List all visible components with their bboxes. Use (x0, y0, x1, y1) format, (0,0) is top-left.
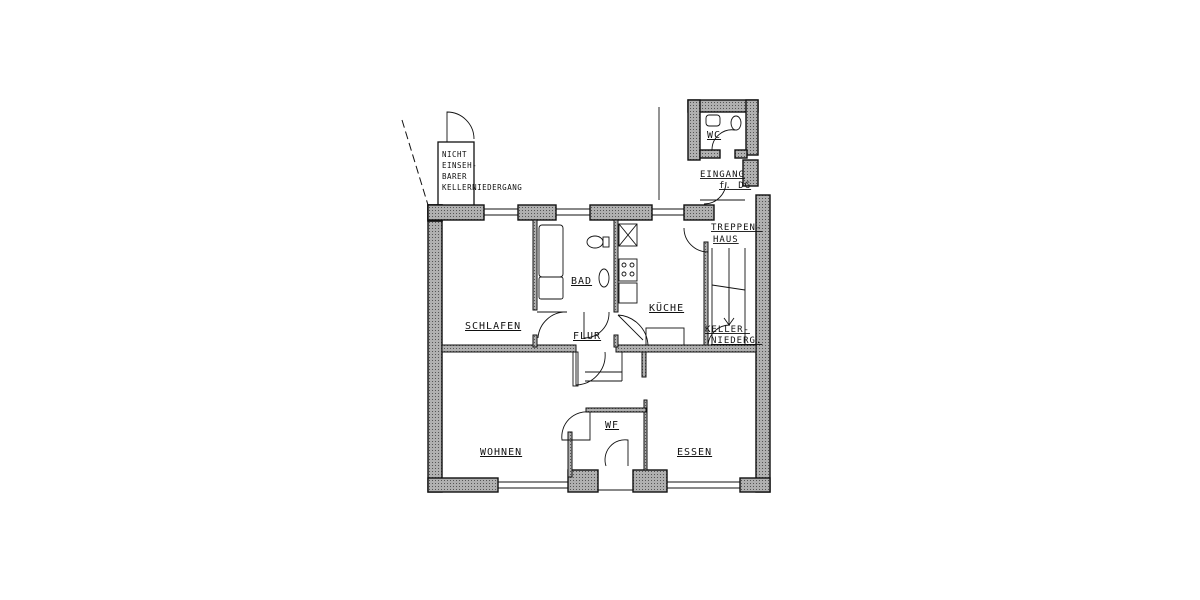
label-schlafen: SCHLAFEN (465, 321, 521, 332)
label-flur: FLUR (573, 331, 601, 342)
note-line-4: KELLERNIEDERGANG (442, 183, 522, 192)
note-line-1: NICHT (442, 150, 467, 159)
label-kellerniederg: KELLER- (705, 325, 750, 335)
label-treppenhaus-2: HAUS (713, 235, 739, 245)
bathroom-fixtures (538, 224, 610, 300)
label-eingang: EINGANG (700, 170, 745, 180)
toilet (586, 235, 604, 249)
label-treppenhaus: TREPPEN- (711, 223, 762, 233)
label-wf: WF (605, 420, 619, 431)
label-kueche: KÜCHE (649, 301, 684, 314)
windows-top (484, 208, 684, 216)
note-line-2: EINSEH- (442, 161, 477, 170)
outer-walls (427, 99, 771, 493)
kitchen-fixtures (618, 223, 685, 346)
property-boundary-line (401, 119, 429, 206)
room-labels: SCHLAFEN BAD FLUR KÜCHE WOHNEN ESSEN WF … (465, 130, 762, 458)
label-wc: WC (707, 130, 721, 141)
windows-bottom (498, 481, 740, 491)
sink (598, 268, 610, 288)
interior-walls (441, 219, 757, 478)
label-essen: ESSEN (677, 447, 712, 458)
label-kellerniederg-2: NIEDERG. (711, 336, 762, 346)
bathtub (538, 224, 564, 278)
label-wohnen: WOHNEN (480, 447, 522, 458)
cellar-note: NICHT EINSEH- BARER KELLERNIEDERGANG (442, 150, 522, 192)
doors (537, 129, 745, 467)
shower-tray (538, 276, 564, 300)
label-eingang-dg: f. DG (719, 181, 751, 191)
wc-fixtures (705, 114, 742, 131)
label-bad: BAD (571, 276, 592, 287)
staircase (711, 248, 746, 345)
note-line-3: BARER (442, 172, 467, 181)
